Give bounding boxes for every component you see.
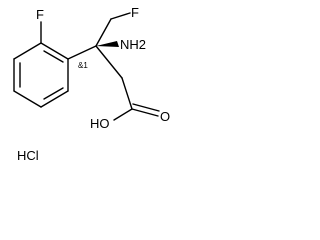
amine-label: NH2 (120, 37, 146, 52)
carbonyl-oxygen-label: O (160, 109, 170, 124)
ring-bond (13, 42, 42, 60)
chain-fluorine-label: F (131, 5, 139, 20)
ring-double-bond (43, 87, 64, 100)
ch2-to-carboxyl-bond (121, 77, 133, 110)
ring-to-stereocenter-bond (67, 45, 97, 60)
ring-double-bond (43, 50, 64, 63)
salt-label: HCl (17, 148, 39, 163)
ring-fluorine-label: F (36, 7, 44, 22)
carbonyl-double-bond (132, 103, 160, 112)
stereo-descriptor: &1 (78, 61, 88, 70)
ch2-fluorine-bond (110, 12, 131, 20)
hydroxyl-bond (113, 108, 133, 121)
stereocenter-to-ch2-bond (95, 45, 123, 79)
wedge-bond-amine (96, 41, 119, 47)
hydroxyl-label: HO (90, 116, 110, 131)
benzene-ring (13, 42, 69, 108)
ring-bond (40, 42, 69, 60)
ring-bond (40, 90, 69, 108)
chemical-structure: F F NH2 &1 HO O HCl (13, 5, 170, 163)
stereocenter-to-ch2f-bond (95, 18, 112, 47)
carbonyl-bond (131, 108, 159, 117)
ring-bond (13, 90, 42, 108)
